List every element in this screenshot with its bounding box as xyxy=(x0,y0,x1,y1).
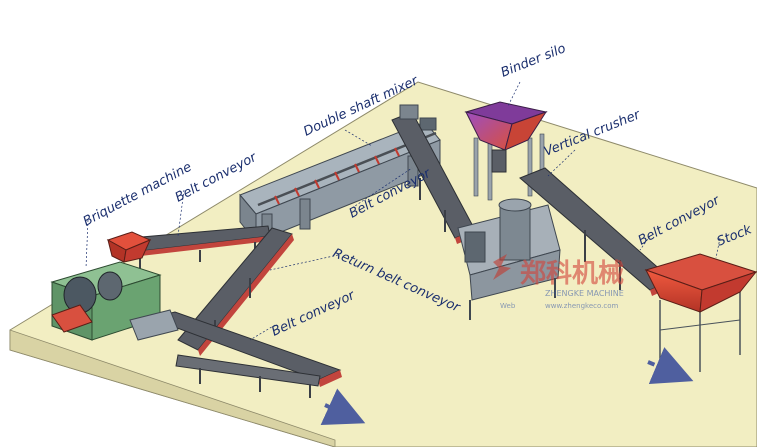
binder-silo xyxy=(464,101,548,201)
watermark-en: ZHENGKE MACHINE xyxy=(545,289,624,298)
floor-edge xyxy=(9,329,336,447)
belt-conveyor-bottom xyxy=(148,311,342,398)
flow-arrow-bottom xyxy=(320,388,366,425)
label-binder-silo: Binder silo xyxy=(499,41,568,81)
watermark-web: www.zhengkeco.com xyxy=(545,302,619,310)
double-shaft-mixer xyxy=(239,117,441,245)
mixer-motor xyxy=(419,117,437,131)
watermark-web-prefix: Web xyxy=(500,302,516,310)
zhengke-watermark: 郑科机械 ZHENGKE MACHINE Web www.zhengkeco.c… xyxy=(493,254,624,310)
stock-hopper xyxy=(644,253,757,372)
vertical-crusher xyxy=(457,198,561,320)
briquette-machine xyxy=(50,231,179,341)
flow-arrow-right xyxy=(647,347,694,385)
leader-lines xyxy=(85,81,721,341)
zhengke-logo-icon xyxy=(493,254,511,280)
watermark-cn: 郑科机械 xyxy=(520,259,624,289)
